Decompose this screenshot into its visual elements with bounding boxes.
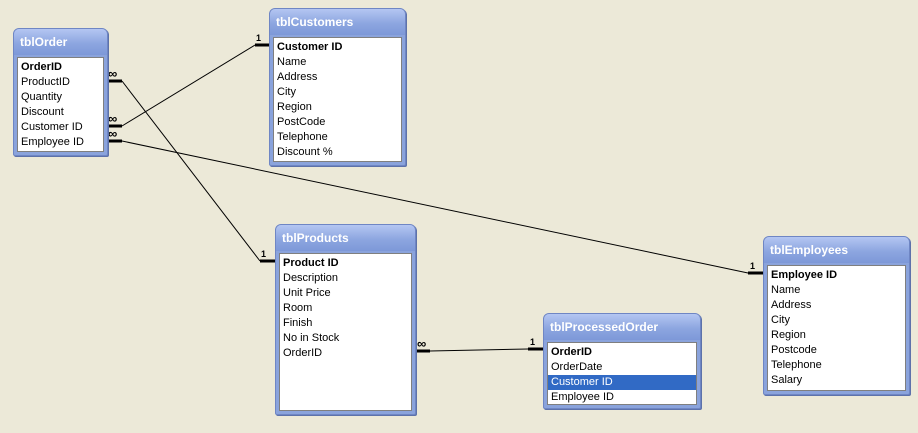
table-title[interactable]: tblCustomers — [270, 9, 405, 35]
relationship-products-processed[interactable]: ∞ 1 — [415, 336, 543, 353]
field-item[interactable]: Employee ID — [551, 391, 614, 403]
field-item[interactable]: Finish — [283, 317, 313, 329]
field-item[interactable]: PostCode — [277, 116, 326, 128]
table-title[interactable]: tblOrder — [14, 29, 107, 55]
table-window-employees[interactable]: tblEmployees Employee ID Name Address Ci… — [763, 236, 910, 395]
table-window-products[interactable]: tblProducts Product ID Description Unit … — [275, 224, 416, 415]
field-item[interactable]: Unit Price — [283, 287, 331, 299]
many-symbol: ∞ — [108, 111, 117, 126]
field-item[interactable]: Discount — [21, 106, 64, 118]
field-item[interactable]: OrderID — [21, 61, 62, 73]
field-item[interactable]: OrderID — [283, 347, 323, 359]
field-item[interactable]: Employee ID — [771, 269, 838, 281]
field-item[interactable]: Customer ID — [277, 41, 343, 53]
field-list[interactable]: Product ID Description Unit Price Room F… — [279, 253, 412, 411]
table-title[interactable]: tblProcessedOrder — [544, 314, 700, 340]
field-item[interactable]: Discount % — [277, 146, 333, 158]
field-item[interactable]: Region — [771, 329, 806, 341]
field-item[interactable]: Address — [277, 71, 318, 83]
relationship-order-employees[interactable]: ∞ 1 — [107, 126, 763, 275]
relationship-order-products[interactable]: ∞ 1 — [107, 66, 275, 263]
field-item-selected[interactable]: Customer ID — [548, 375, 696, 390]
relationship-order-customers[interactable]: ∞ 1 — [107, 33, 270, 128]
table-window-customers[interactable]: tblCustomers Customer ID Name Address Ci… — [269, 8, 406, 166]
field-item[interactable]: Salary — [771, 374, 803, 386]
field-item[interactable]: Telephone — [771, 359, 822, 371]
field-item[interactable]: Customer ID — [21, 121, 83, 133]
field-item[interactable]: Employee ID — [21, 136, 84, 148]
field-item[interactable]: Quantity — [21, 91, 62, 103]
field-list[interactable]: OrderID ProductID Quantity Discount Cust… — [17, 57, 104, 152]
one-symbol: 1 — [256, 33, 261, 43]
field-item[interactable]: City — [277, 86, 296, 98]
one-symbol: 1 — [530, 337, 535, 347]
field-list[interactable]: Customer ID Name Address City Region Pos… — [273, 37, 402, 162]
field-item[interactable]: Product ID — [283, 257, 339, 269]
field-item[interactable]: No in Stock — [283, 332, 340, 344]
field-item[interactable]: Name — [277, 56, 307, 68]
field-item[interactable]: Telephone — [277, 131, 328, 143]
field-list[interactable]: OrderID OrderDate Customer ID Employee I… — [547, 342, 697, 405]
table-window-processed-order[interactable]: tblProcessedOrder OrderID OrderDate Cust… — [543, 313, 701, 409]
table-title[interactable]: tblEmployees — [764, 237, 909, 263]
field-item[interactable]: Name — [771, 284, 801, 296]
field-item[interactable]: Region — [277, 101, 312, 113]
field-item[interactable]: Room — [283, 302, 313, 314]
field-item[interactable]: City — [771, 314, 790, 326]
field-item[interactable]: OrderID — [551, 346, 592, 358]
field-item[interactable]: Description — [283, 272, 339, 284]
field-item[interactable]: OrderDate — [551, 361, 603, 373]
table-window-order[interactable]: tblOrder OrderID ProductID Quantity Disc… — [13, 28, 108, 156]
one-symbol: 1 — [261, 249, 266, 259]
field-item[interactable]: Postcode — [771, 344, 817, 356]
field-list[interactable]: Employee ID Name Address City Region Pos… — [767, 265, 906, 391]
field-item[interactable]: ProductID — [21, 76, 70, 88]
one-symbol: 1 — [750, 261, 755, 271]
field-item[interactable]: Address — [771, 299, 812, 311]
many-symbol: ∞ — [108, 66, 117, 81]
many-symbol: ∞ — [108, 126, 117, 141]
table-title[interactable]: tblProducts — [276, 225, 415, 251]
many-symbol: ∞ — [417, 336, 426, 351]
